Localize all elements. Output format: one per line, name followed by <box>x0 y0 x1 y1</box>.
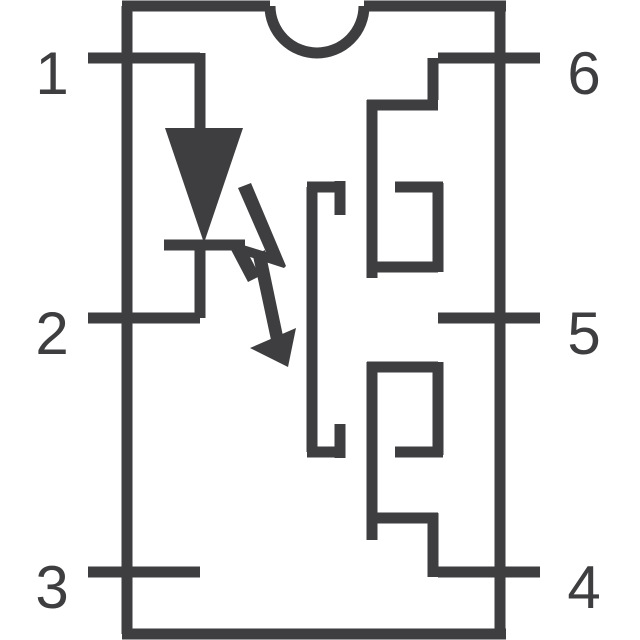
mosfet-upper-terminals <box>367 58 444 273</box>
emission-arrow-2-shaft-icon <box>253 250 283 340</box>
led-emission-arrows <box>228 183 296 367</box>
led-symbol <box>164 128 245 251</box>
pin-label-4: 4 <box>567 554 600 621</box>
pin-label-2: 2 <box>35 300 68 367</box>
mosfet-lower-terminals <box>367 361 444 577</box>
pin-number-labels: 1 2 3 4 5 6 <box>35 40 600 621</box>
pin-label-5: 5 <box>567 300 600 367</box>
pin-label-1: 1 <box>35 40 68 107</box>
emission-arrow-2-head-icon <box>250 328 296 367</box>
pin-label-3: 3 <box>35 554 68 621</box>
pin1-notch-icon <box>264 5 370 59</box>
gate-electrode <box>306 181 346 458</box>
emission-arrow-1-icon <box>228 183 286 282</box>
led-triangle-icon <box>165 128 243 243</box>
pin-label-6: 6 <box>567 40 600 107</box>
